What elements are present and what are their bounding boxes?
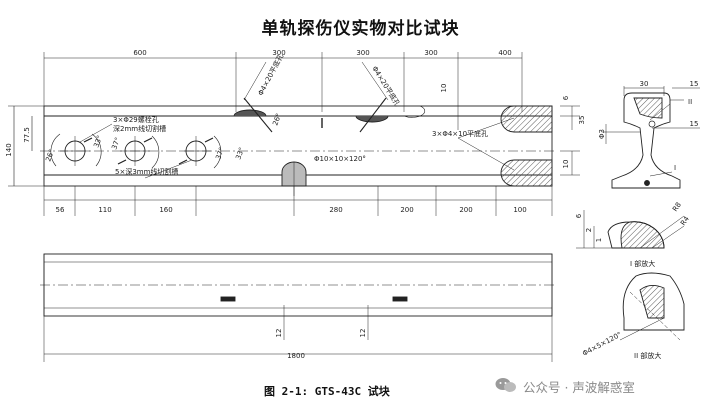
dim-bot-200a: 200	[400, 206, 413, 214]
detail-II-note: Φ4×5×120°	[581, 331, 623, 358]
detail-II-caption: II 部放大	[634, 351, 661, 360]
rail-section-outline	[611, 92, 681, 189]
sec-dim-15a: 15	[690, 80, 699, 88]
sec-phi3: Φ3	[598, 129, 606, 139]
figure-caption: 图 2-1: GTS-43C 试块	[264, 385, 390, 398]
sec-label-II: II	[688, 98, 692, 106]
dim-top-300c: 300	[424, 49, 437, 57]
angle-37b: 37°	[214, 146, 226, 160]
angle-33a: 33°	[92, 134, 104, 148]
dim-10-top: 10	[440, 84, 448, 93]
dim-bot-280: 280	[329, 206, 342, 214]
dim-bot-160: 160	[159, 206, 172, 214]
dim-top-600: 600	[133, 49, 146, 57]
rail-head-hatch-bottom	[500, 159, 553, 187]
wechat-logo-icon	[495, 378, 516, 392]
dim-12b: 12	[359, 329, 367, 338]
note-flat-holes: 3×Φ4×10平底孔	[432, 129, 488, 138]
notch-1	[233, 109, 267, 117]
dim-top-300a: 300	[272, 49, 285, 57]
angle-26a: 26°	[44, 148, 56, 162]
watermark-text: 公众号 · 声波解惑室	[523, 380, 635, 395]
watermark: 公众号 · 声波解惑室	[495, 375, 715, 397]
angle-26b: 26°	[271, 112, 283, 126]
angle-37a: 37°	[110, 136, 122, 150]
sec-dim-15b: 15	[690, 120, 699, 128]
notch-2	[355, 115, 389, 123]
dim-bot-200b: 200	[459, 206, 472, 214]
detail-II-hatch	[639, 285, 665, 319]
dim-12a: 12	[275, 329, 283, 338]
dim-10-right: 10	[562, 160, 570, 169]
dim-bot-56: 56	[56, 206, 65, 214]
figure-title: 单轨探伤仪实物对比试块	[261, 19, 460, 39]
dim-1800: 1800	[287, 352, 305, 360]
detail-II-profile	[622, 272, 685, 331]
sec-label-I: I	[674, 164, 676, 172]
dim-140: 140	[5, 143, 13, 156]
sec-dim-30: 30	[640, 80, 649, 88]
slot-mark-2	[392, 296, 408, 302]
dim-top-300b: 300	[356, 49, 369, 57]
note-slant-hole-2: Φ4×20平底孔	[370, 64, 402, 108]
dim-6: 6	[562, 95, 570, 100]
dim-77-5: 77.5	[23, 127, 31, 143]
detail-I-hatch	[620, 221, 665, 249]
detail-I-dim-1: 1	[595, 238, 603, 242]
detail-I-r8: R8	[671, 201, 683, 213]
dim-top-400: 400	[498, 49, 511, 57]
rail-head-hatch	[633, 97, 663, 119]
angle-33b: 33°	[234, 146, 246, 160]
dim-35: 35	[578, 116, 586, 125]
slot-mark-1	[220, 296, 236, 302]
note-slant-hole-1: Φ4×20平底孔	[256, 52, 285, 97]
dim-bot-100: 100	[513, 206, 526, 214]
note-slots: 5×深3mm线切割槽	[115, 167, 178, 176]
rail-head-hatch-top	[500, 105, 553, 133]
detail-I-caption: I 部放大	[630, 259, 655, 268]
detail-I-dim-2: 2	[585, 228, 593, 232]
note-bolt-holes: 3×Φ29螺栓孔	[113, 115, 159, 124]
dim-bot-110: 110	[98, 206, 111, 214]
note-center-hole: Φ10×10×120°	[314, 155, 366, 163]
detail-I-r4: R4	[679, 214, 691, 227]
note-2mm-slot: 深2mm线切割槽	[113, 124, 166, 133]
detail-I-dim-6: 6	[575, 213, 583, 218]
